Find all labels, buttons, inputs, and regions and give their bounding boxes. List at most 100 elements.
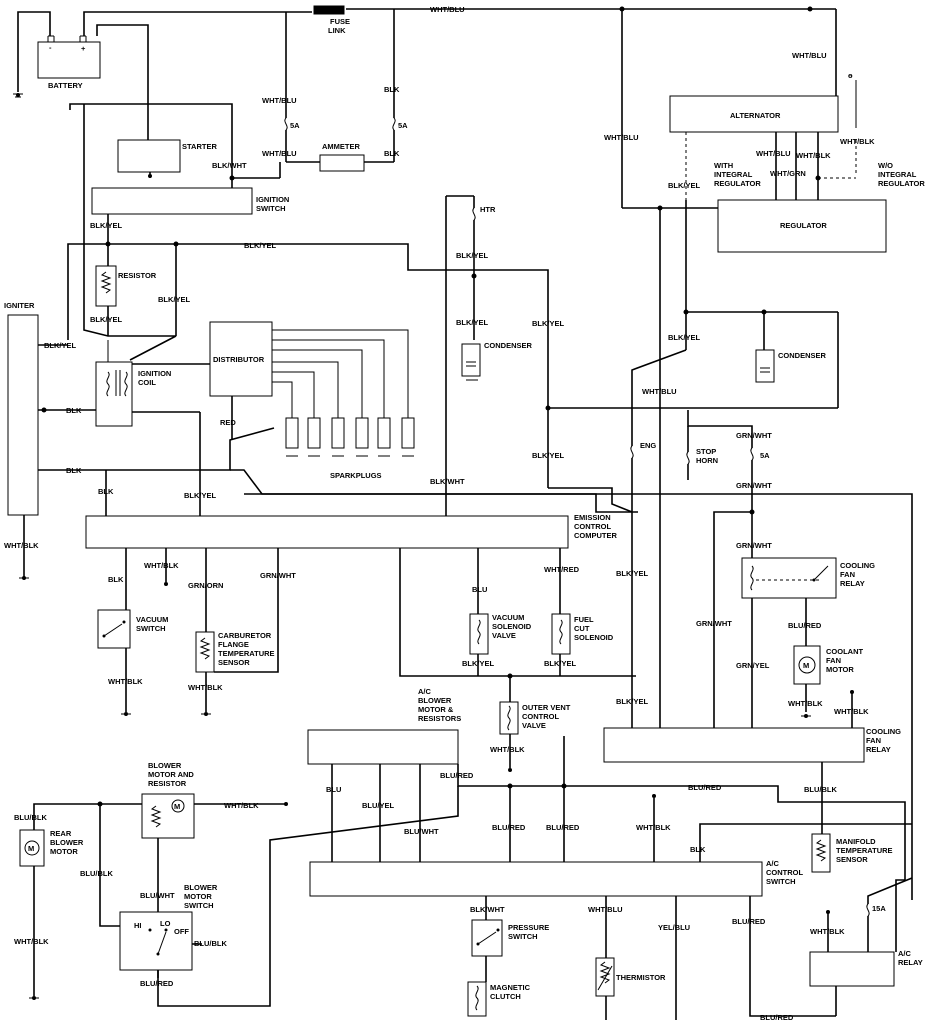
svg-text:15A: 15A (872, 904, 886, 913)
battery-box (37, 41, 101, 79)
svg-text:BLU/RED: BLU/RED (140, 979, 174, 988)
svg-text:BLU/RED: BLU/RED (492, 823, 526, 832)
svg-text:GRN/WHT: GRN/WHT (736, 481, 772, 490)
vacuum-solenoid-valve-label: VACUUM (492, 613, 524, 622)
blower-motor-resistor-label: BLOWER (148, 761, 182, 770)
svg-text:BLK: BLK (384, 85, 400, 94)
svg-text:WHT/BLK: WHT/BLK (144, 561, 179, 570)
svg-text:BLK/YEL: BLK/YEL (616, 569, 649, 578)
fuse-link: FUSE LINK (313, 5, 350, 35)
svg-text:BLK/YEL: BLK/YEL (184, 491, 217, 500)
svg-text:RELAY: RELAY (866, 745, 891, 754)
coolant-fan-motor-label: COOLANT (826, 647, 863, 656)
svg-text:RELAY: RELAY (898, 958, 923, 967)
battery-section: -+ BATTERY (37, 35, 101, 90)
svg-text:BLK: BLK (384, 149, 400, 158)
svg-text:BLK/YEL: BLK/YEL (158, 295, 191, 304)
sparkplugs (285, 417, 415, 457)
svg-text:SWITCH: SWITCH (766, 877, 796, 886)
svg-text:WHT/BLK: WHT/BLK (636, 823, 671, 832)
svg-text:GRN/WHT: GRN/WHT (696, 619, 732, 628)
ac-relay-label: A/C (898, 949, 912, 958)
svg-text:RED: RED (220, 418, 236, 427)
svg-text:BLU/RED: BLU/RED (688, 783, 722, 792)
svg-text:BLK/WHT: BLK/WHT (430, 477, 465, 486)
svg-text:WHT/BLK: WHT/BLK (188, 683, 223, 692)
fuse-link-label: FUSE (330, 17, 350, 26)
sparkplugs-label: SPARKPLUGS (330, 471, 382, 480)
svg-text:RESISTOR: RESISTOR (148, 779, 187, 788)
ignition-switch-label: IGNITION (256, 195, 289, 204)
svg-text:WHT/BLU: WHT/BLU (262, 149, 297, 158)
lo-label: LO (160, 919, 171, 928)
svg-text:MOTOR: MOTOR (184, 892, 212, 901)
svg-text:BLU/RED: BLU/RED (760, 1013, 794, 1022)
alternator-box (669, 95, 839, 133)
svg-text:SWITCH: SWITCH (256, 204, 286, 213)
svg-text:CUT: CUT (574, 624, 590, 633)
thermistor-label: THERMISTOR (616, 973, 666, 982)
svg-text:CLUTCH: CLUTCH (490, 992, 521, 1001)
svg-text:GRN/WHT: GRN/WHT (736, 541, 772, 550)
resistor-label: RESISTOR (118, 271, 157, 280)
svg-text:BLU/RED: BLU/RED (732, 917, 766, 926)
svg-text:5A: 5A (398, 121, 408, 130)
svg-text:BLK/YEL: BLK/YEL (532, 319, 565, 328)
cooling-fan-relay-top-label: COOLING (840, 561, 875, 570)
svg-text:BLU/BLK: BLU/BLK (14, 813, 47, 822)
svg-text:GRN/WHT: GRN/WHT (260, 571, 296, 580)
cooling-fan-relay-box-label: COOLING (866, 727, 901, 736)
svg-text:ENG: ENG (640, 441, 656, 450)
carburetor-sensor-label: CARBURETOR (218, 631, 272, 640)
svg-text:RELAY: RELAY (840, 579, 865, 588)
alternator-label: ALTERNATOR (730, 111, 781, 120)
svg-text:BLU/BLK: BLU/BLK (80, 869, 113, 878)
magnetic-clutch-label: MAGNETIC (490, 983, 531, 992)
svg-text:BLK/WHT: BLK/WHT (212, 161, 247, 170)
wo-integral-label: W/O (878, 161, 893, 170)
svg-text:HORN: HORN (696, 456, 718, 465)
svg-text:BLK/YEL: BLK/YEL (244, 241, 277, 250)
svg-text:FAN: FAN (840, 570, 855, 579)
manifold-sensor-label: MANIFOLD (836, 837, 876, 846)
svg-text:ɵ: ɵ (848, 71, 853, 80)
emission-control-computer-box (85, 515, 569, 549)
svg-text:WHT/RED: WHT/RED (544, 565, 580, 574)
svg-text:BLK/YEL: BLK/YEL (532, 451, 565, 460)
svg-text:MOTOR: MOTOR (826, 665, 854, 674)
fuel-cut-solenoid-box (551, 613, 571, 655)
svg-text:WHT/BLK: WHT/BLK (834, 707, 869, 716)
svg-text:INTEGRAL: INTEGRAL (878, 170, 917, 179)
pressure-switch-label: PRESSURE (508, 923, 549, 932)
svg-text:FAN: FAN (866, 736, 881, 745)
svg-text:WHT/BLK: WHT/BLK (4, 541, 39, 550)
svg-text:5A: 5A (760, 451, 770, 460)
svg-text:+: + (81, 44, 86, 53)
svg-text:SWITCH: SWITCH (184, 901, 214, 910)
distributor-box (209, 321, 273, 397)
ammeter-label: AMMETER (322, 142, 360, 151)
svg-text:BLK/YEL: BLK/YEL (616, 697, 649, 706)
svg-text:BLK/YEL: BLK/YEL (456, 251, 489, 260)
svg-text:FAN: FAN (826, 656, 841, 665)
cooling-fan-relay-top-box (741, 557, 837, 599)
svg-text:SOLENOID: SOLENOID (492, 622, 532, 631)
svg-text:CONTROL: CONTROL (522, 712, 559, 721)
blower-switch-label: BLOWER (184, 883, 218, 892)
starter-box (117, 139, 181, 173)
svg-text:BLK/YEL: BLK/YEL (462, 659, 495, 668)
svg-text:WHT/BLK: WHT/BLK (224, 801, 259, 810)
svg-text:BLOWER: BLOWER (418, 696, 452, 705)
svg-text:CONTROL: CONTROL (574, 522, 611, 531)
regulator-label: REGULATOR (780, 221, 827, 230)
svg-text:WHT/BLK: WHT/BLK (810, 927, 845, 936)
svg-text:VALVE: VALVE (522, 721, 546, 730)
svg-text:WHT/BLK: WHT/BLK (108, 677, 143, 686)
distributor-label: DISTRIBUTOR (213, 355, 265, 364)
svg-text:INTEGRAL: INTEGRAL (714, 170, 753, 179)
svg-text:LINK: LINK (328, 26, 346, 35)
svg-text:CONTROL: CONTROL (766, 868, 803, 877)
svg-text:BLK: BLK (108, 575, 124, 584)
svg-text:BLK/WHT: BLK/WHT (470, 905, 505, 914)
vacuum-switch-label: VACUUM (136, 615, 168, 624)
